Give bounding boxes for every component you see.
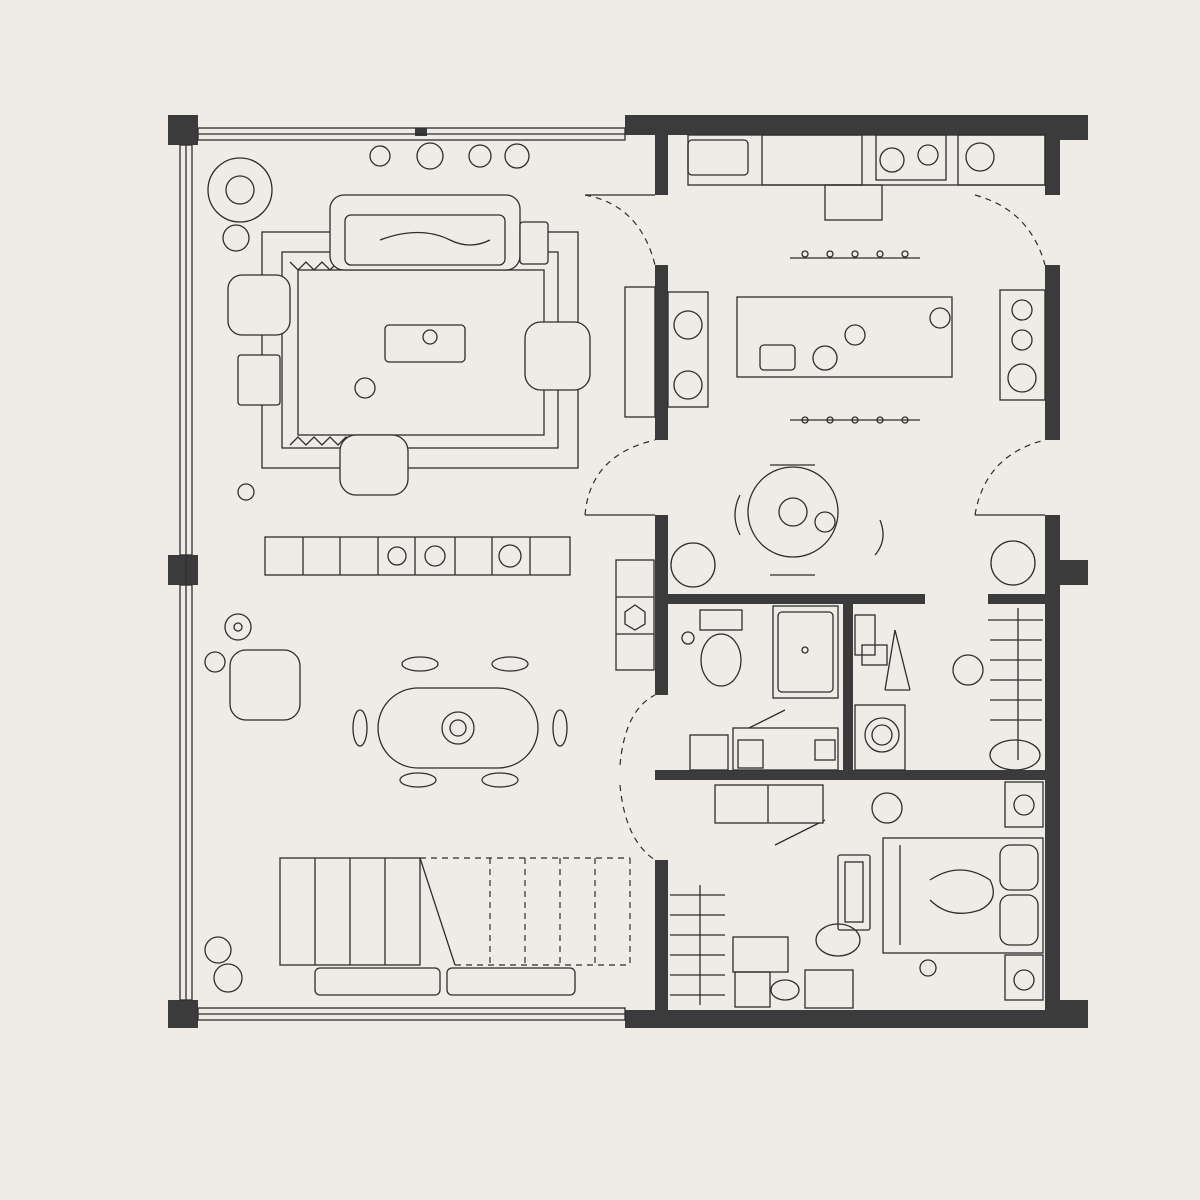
wardrobe-icon — [952, 608, 1043, 771]
staircase-icon — [279, 857, 631, 966]
plant-icon — [204, 142, 1036, 993]
sofa-icon — [329, 194, 549, 271]
round-table-icon — [734, 464, 884, 576]
armchair-icon — [204, 274, 591, 721]
sink-icon — [689, 727, 839, 771]
kitchen-counter-icon — [624, 134, 1046, 418]
shelf-icon — [264, 536, 571, 576]
coffee-table-icon — [384, 324, 466, 363]
walls — [168, 115, 1088, 1028]
door-swing-icon — [584, 194, 1046, 861]
cabinet-icon — [615, 559, 655, 671]
toilet-icon — [681, 609, 743, 687]
shower-icon — [772, 605, 839, 699]
windows — [179, 127, 626, 1021]
closet-icon — [670, 784, 854, 1009]
bed-icon — [815, 781, 1044, 1001]
radiator-icon — [314, 967, 576, 996]
washing-machine-icon — [854, 614, 911, 771]
kitchen-island-icon — [736, 250, 953, 424]
dining-table-icon — [352, 656, 568, 788]
